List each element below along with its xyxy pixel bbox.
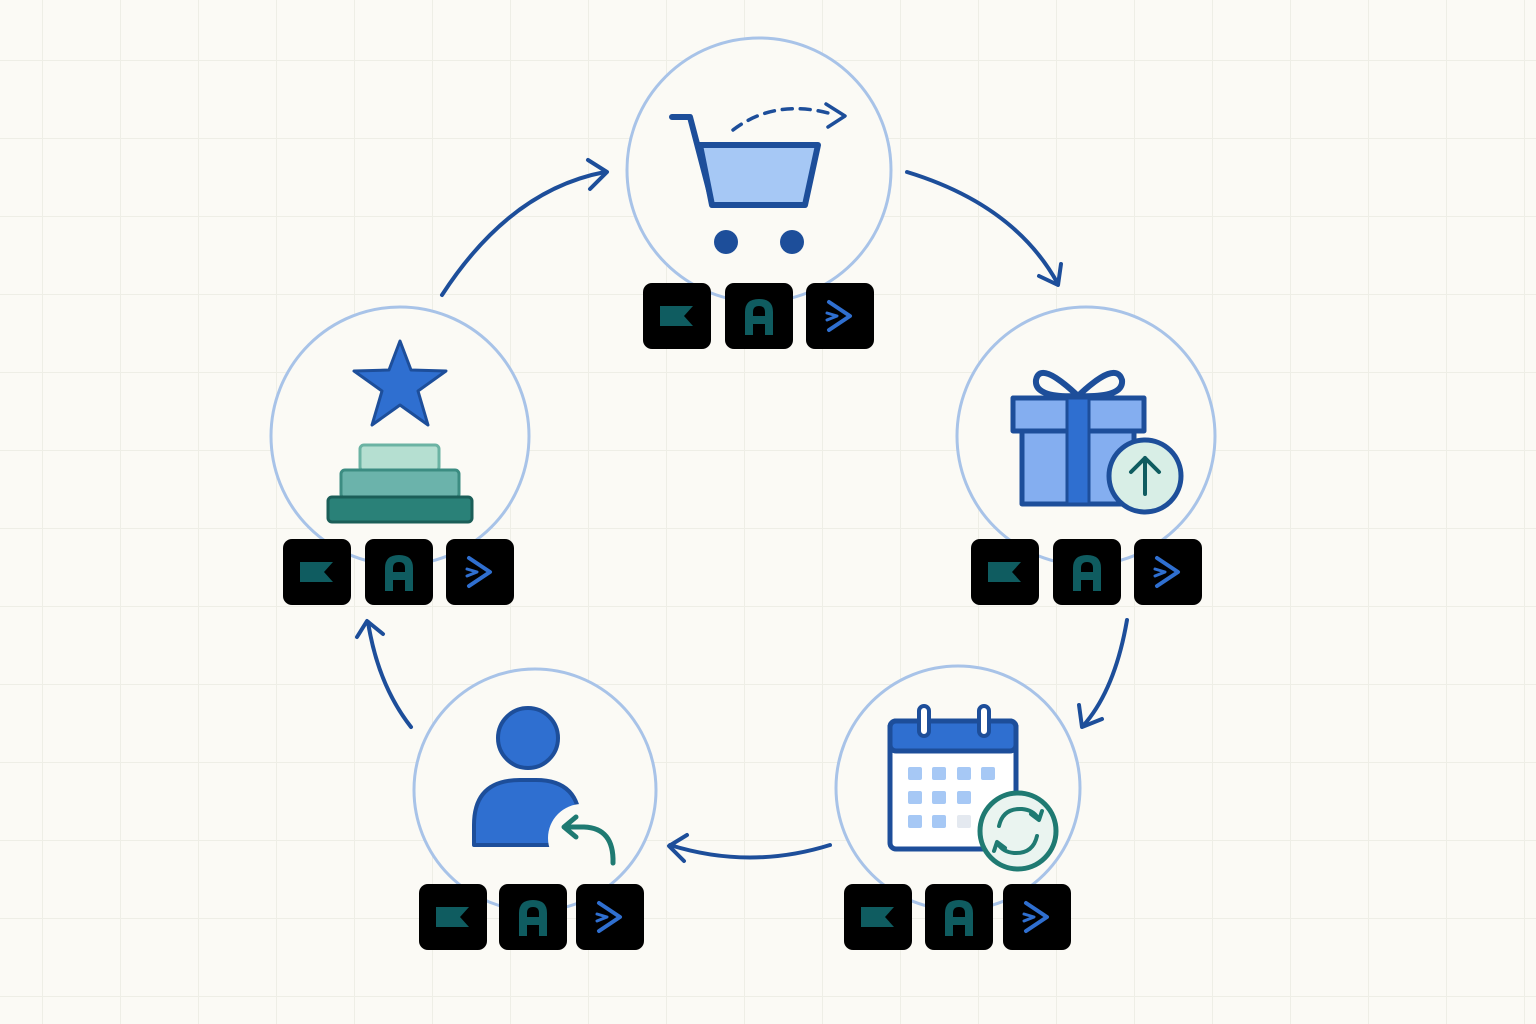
user-return-icon bbox=[472, 706, 616, 872]
stage-gift-upgrade bbox=[955, 305, 1217, 607]
next-chevron-button[interactable] bbox=[574, 882, 646, 952]
gift-box-upload-icon bbox=[1010, 369, 1184, 515]
star-trophy-icon bbox=[326, 339, 474, 524]
next-chevron-button[interactable] bbox=[804, 281, 876, 351]
stage-actions bbox=[844, 882, 1073, 952]
shopping-cart-icon bbox=[669, 102, 847, 254]
stage-actions bbox=[283, 537, 516, 607]
stage-actions bbox=[643, 281, 876, 351]
next-chevron-button[interactable] bbox=[444, 537, 516, 607]
stage-actions bbox=[419, 882, 646, 952]
flag-button[interactable] bbox=[283, 539, 351, 605]
stage-loyalty-reward bbox=[269, 305, 531, 607]
next-chevron-button[interactable] bbox=[1132, 537, 1204, 607]
stage-actions bbox=[971, 537, 1204, 607]
flag-button[interactable] bbox=[844, 884, 912, 950]
stage-purchase bbox=[625, 36, 893, 351]
arrow-stage-2-to-3 bbox=[1077, 618, 1129, 729]
flag-button[interactable] bbox=[971, 539, 1039, 605]
arrow-stage-4-to-5 bbox=[355, 619, 413, 729]
cycle-arrows bbox=[355, 158, 1129, 863]
letter-a-button[interactable] bbox=[1053, 539, 1121, 605]
letter-a-button[interactable] bbox=[925, 884, 993, 950]
stage-recurring-schedule bbox=[834, 664, 1082, 952]
letter-a-button[interactable] bbox=[725, 283, 793, 349]
calendar-sync-icon bbox=[887, 704, 1059, 872]
flag-button[interactable] bbox=[643, 283, 711, 349]
letter-a-button[interactable] bbox=[499, 884, 567, 950]
letter-a-button[interactable] bbox=[365, 539, 433, 605]
arrow-stage-3-to-4 bbox=[667, 833, 832, 863]
flag-button[interactable] bbox=[419, 884, 487, 950]
next-chevron-button[interactable] bbox=[1001, 882, 1073, 952]
arrow-stage-5-to-1 bbox=[440, 158, 609, 297]
stage-returning-customer bbox=[412, 667, 658, 952]
arrow-stage-1-to-2 bbox=[905, 170, 1063, 287]
